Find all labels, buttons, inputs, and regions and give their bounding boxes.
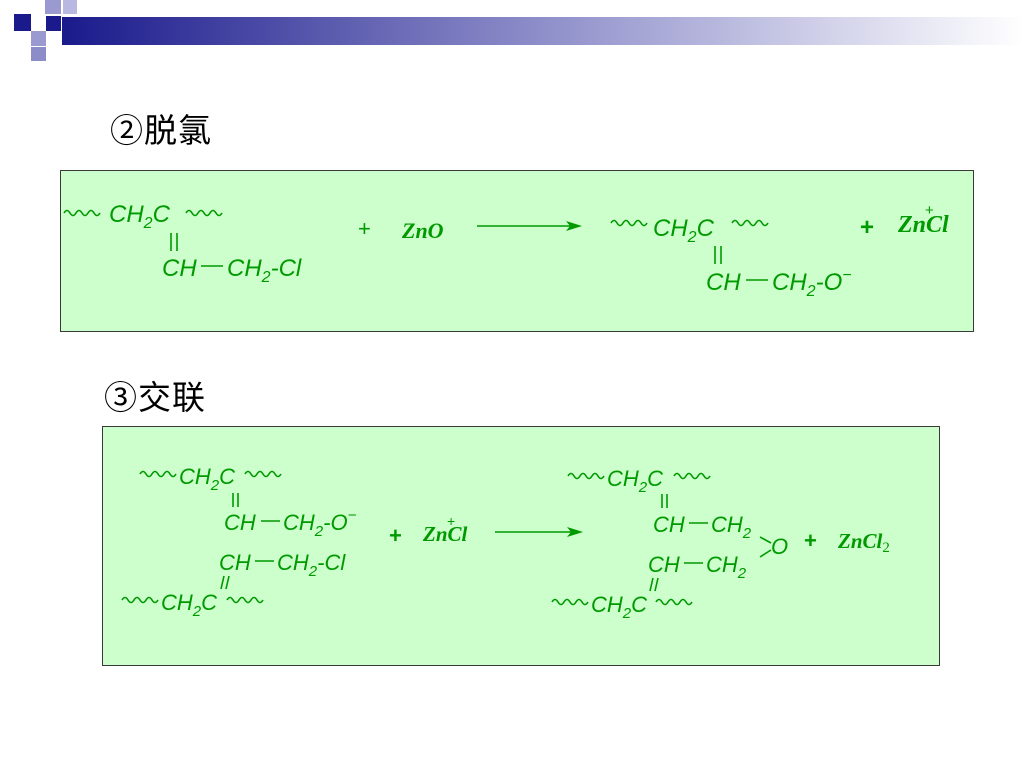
reagent-zncl: ZnCl	[422, 522, 468, 546]
formula-text: CH2C	[109, 201, 171, 232]
polymer-chain-wave-icon	[673, 472, 711, 480]
formula-text: CH	[219, 550, 251, 575]
formula-text: CH2-Cl	[227, 255, 302, 286]
reaction-1-product: CH2C CH CH2-O−	[610, 215, 852, 300]
slide-logo	[14, 0, 1024, 61]
polymer-chain-wave-icon	[655, 598, 693, 606]
plus-sign: +	[389, 523, 402, 548]
polymer-chain-wave-icon	[139, 470, 177, 478]
heading-crosslinking: ③交联	[104, 378, 206, 417]
logo-square-light-1	[45, 0, 61, 14]
polymer-chain-wave-icon	[121, 596, 159, 604]
formula-text: CH2-O−	[772, 267, 852, 300]
polymer-chain-wave-icon	[731, 219, 769, 227]
plus-sign: +	[860, 214, 874, 241]
polymer-chain-wave-icon	[567, 472, 605, 480]
plus-sign: +	[358, 216, 371, 241]
logo-gradient-bar	[62, 17, 1024, 45]
logo-square-light-4	[31, 47, 46, 61]
reaction-1-panel	[60, 170, 974, 332]
polymer-chain-wave-icon	[551, 598, 589, 606]
formula-text: CH	[162, 255, 197, 282]
byproduct-zncl2: ZnCl2	[837, 529, 890, 556]
polymer-chain-wave-icon	[185, 209, 223, 217]
reaction-arrow-icon	[495, 527, 583, 537]
double-bond	[649, 577, 654, 592]
formula-text: O	[771, 534, 788, 559]
reaction-2-reactant-b: CH CH2-Cl CH2C	[121, 550, 346, 620]
ether-bond	[759, 536, 772, 544]
logo-square-navy-1	[14, 14, 31, 31]
polymer-chain-wave-icon	[610, 219, 648, 227]
double-bond	[654, 577, 659, 592]
reaction-2-panel	[102, 426, 940, 666]
logo-square-light-3	[63, 0, 77, 14]
formula-text: CH	[706, 269, 741, 296]
formula-text: CH2C	[591, 592, 647, 622]
formula-text: CH2C	[179, 464, 235, 494]
ether-bond	[759, 549, 772, 558]
formula-text: CH2C	[161, 590, 217, 620]
formula-text: CH2C	[607, 466, 663, 496]
logo-square-navy-2	[46, 16, 61, 31]
reagent-zno: ZnO	[401, 218, 444, 243]
polymer-chain-wave-icon	[244, 470, 282, 478]
logo-square-light-2	[31, 31, 46, 46]
formula-text: CH2	[706, 552, 747, 582]
polymer-chain-wave-icon	[226, 596, 264, 604]
formula-text: CH	[224, 510, 256, 535]
formula-text: CH2-O−	[283, 507, 357, 540]
charge-plus: +	[925, 202, 934, 219]
reaction-2-reactant-a: CH2C CH CH2-O−	[139, 464, 357, 540]
formula-text: CH	[653, 512, 685, 537]
formula-text: CH2	[711, 512, 752, 542]
formula-text: CH2-Cl	[277, 550, 346, 580]
formula-text: CH2C	[653, 215, 715, 246]
byproduct-zncl: ZnCl	[897, 212, 949, 238]
reaction-arrow-icon	[477, 221, 582, 231]
charge-plus: +	[447, 513, 455, 529]
plus-sign: +	[804, 528, 817, 553]
double-bond	[225, 575, 230, 590]
double-bond	[220, 575, 225, 590]
polymer-chain-wave-icon	[63, 209, 101, 217]
reaction-1-reactant: CH2C CH CH2-Cl	[63, 201, 302, 286]
heading-dechlorination: ②脱氯	[110, 111, 212, 150]
formula-text: CH	[648, 552, 680, 577]
reaction-2-product: CH2C CH CH2 O CH CH2 CH2C	[551, 466, 788, 622]
